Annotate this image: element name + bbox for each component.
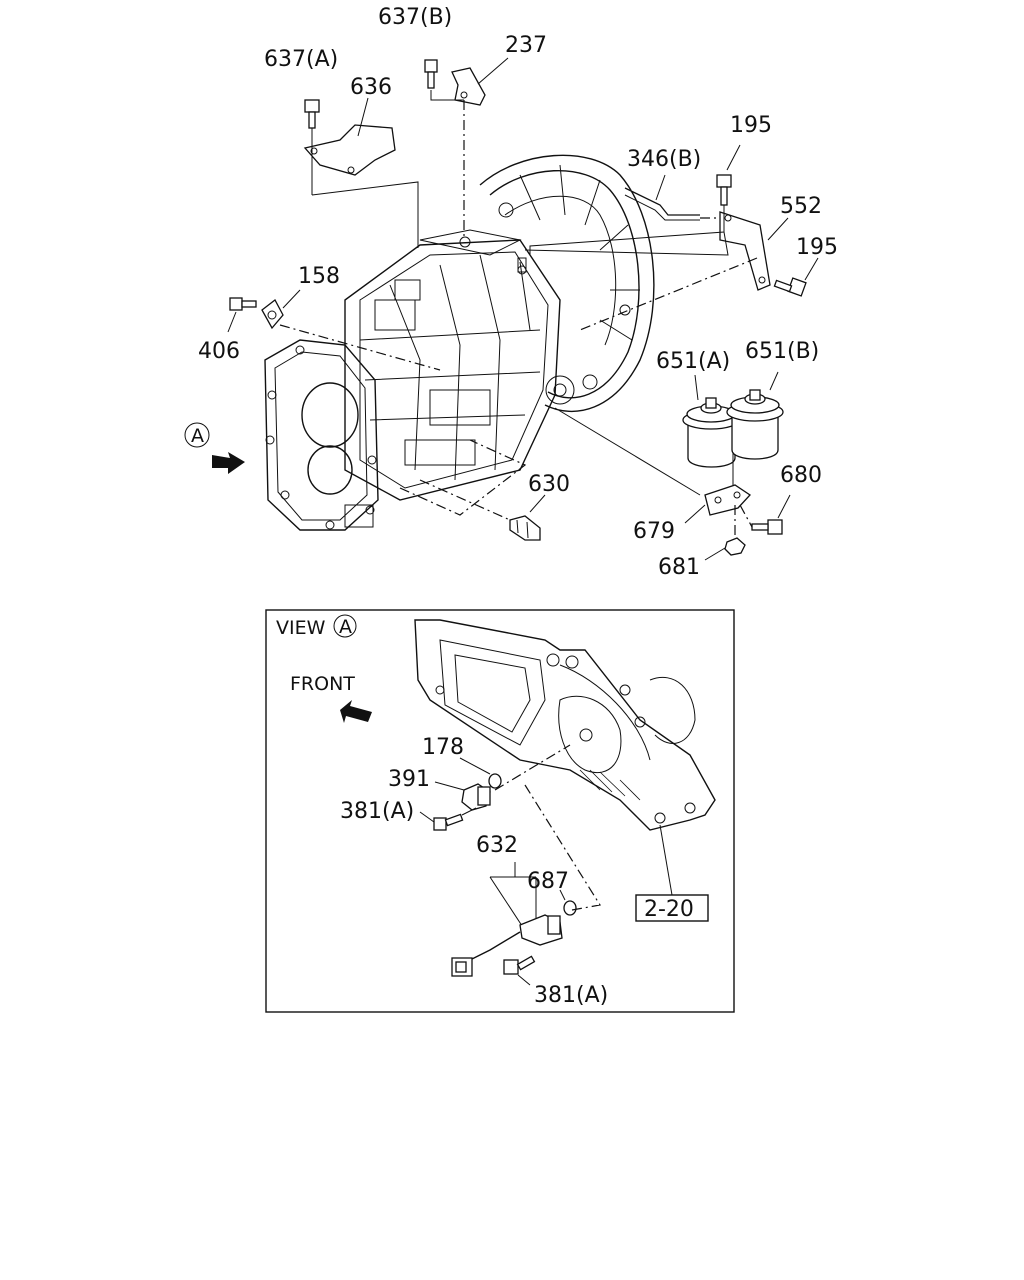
bolt-406 — [229, 297, 257, 311]
label-391: 391 — [388, 767, 430, 792]
label-681: 681 — [658, 555, 700, 580]
transmission-housing — [264, 154, 655, 531]
ref-label: 2-20 — [644, 897, 694, 922]
oring-687 — [563, 900, 577, 916]
view-a-arrow — [184, 422, 245, 474]
oring-178 — [488, 773, 502, 789]
view-a-title: VIEW — [276, 617, 326, 639]
label-632: 632 — [476, 833, 518, 858]
bolt-381a-bottom — [503, 955, 536, 975]
label-651a: 651(A) — [656, 349, 730, 374]
label-630: 630 — [528, 472, 570, 497]
view-a-box — [265, 609, 735, 1013]
bolt-195-top — [716, 174, 732, 206]
view-a-housing — [414, 619, 716, 831]
label-552: 552 — [780, 194, 822, 219]
mount-651a — [682, 397, 740, 468]
front-arrow — [340, 700, 372, 723]
sensor-391 — [461, 783, 491, 811]
label-679: 679 — [633, 519, 675, 544]
bolt-680 — [751, 519, 783, 535]
plug-630 — [509, 515, 541, 541]
view-marker-label: A — [191, 425, 204, 447]
mount-651b — [726, 389, 784, 460]
view-a-title-marker: A — [339, 616, 352, 638]
bolt-637a — [304, 99, 320, 129]
bolt-637b — [424, 59, 438, 89]
bracket-679 — [704, 484, 751, 516]
label-636: 636 — [350, 75, 392, 100]
label-637a: 637(A) — [264, 47, 338, 72]
label-195-side: 195 — [796, 235, 838, 260]
label-637b: 637(B) — [378, 5, 452, 30]
bracket-636 — [303, 124, 396, 176]
bracket-552 — [719, 211, 771, 291]
label-687: 687 — [527, 869, 569, 894]
label-346b: 346(B) — [627, 147, 701, 172]
bracket-237 — [451, 67, 486, 106]
label-651b: 651(B) — [745, 339, 819, 364]
label-406: 406 — [198, 339, 240, 364]
clip-158 — [261, 299, 284, 330]
bolt-195-side — [773, 277, 807, 297]
label-195-top: 195 — [730, 113, 772, 138]
label-237: 237 — [505, 33, 547, 58]
view-a-title-circle — [333, 614, 357, 638]
bolt-381a-top — [433, 813, 464, 831]
labels: 637(B) 237 637(A) 636 195 346(B) 552 195… — [191, 5, 838, 1008]
label-178: 178 — [422, 735, 464, 760]
label-680: 680 — [780, 463, 822, 488]
label-158: 158 — [298, 264, 340, 289]
label-381a-top: 381(A) — [340, 799, 414, 824]
label-381a-bottom: 381(A) — [534, 983, 608, 1008]
front-label: FRONT — [290, 673, 355, 695]
sensor-632 — [451, 914, 563, 977]
nut-681 — [724, 537, 746, 556]
